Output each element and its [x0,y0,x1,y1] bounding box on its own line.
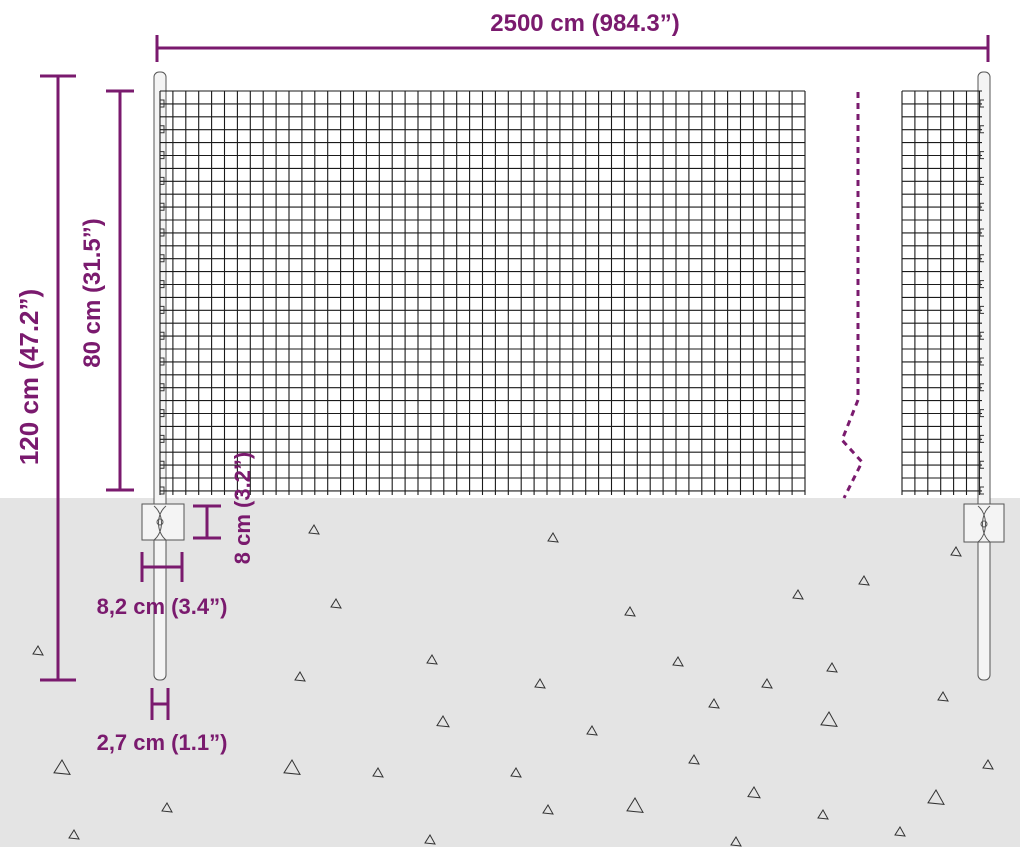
mesh-clip [160,357,165,366]
mesh-grid-lines [901,90,982,495]
mesh-clip [160,305,165,314]
post-diameter-label: 2,7 cm (1.1”) [97,730,228,755]
pebble [68,829,80,840]
mesh-clip [160,460,165,469]
length-dimension [155,35,990,62]
pebble [626,797,644,813]
mesh-clip [160,176,165,185]
bracket-height-label: 8 cm (3.2”) [230,452,255,565]
right-post-bracket [963,503,1005,543]
pebble [688,754,700,765]
mesh-clip [979,357,984,366]
mesh-clip [160,151,165,160]
length-label: 2500 cm (984.3”) [490,10,679,37]
pebble [950,546,962,557]
mesh-clip [979,383,984,392]
pebble [937,691,949,702]
bracket-height-dimension [193,504,221,540]
mesh-clip [160,254,165,263]
pebble [927,789,945,805]
pebble [308,524,320,535]
pebble [792,589,804,600]
mesh-clip [979,176,984,185]
pebble [894,826,906,837]
mesh-clips [160,99,984,495]
pebble [817,809,829,820]
pebble [372,767,384,778]
mesh-clip [979,305,984,314]
pebble [510,767,522,778]
pebble [424,834,436,845]
right-post [963,71,1005,681]
pebble [426,654,438,665]
mesh-clip [160,280,165,289]
mesh-clip [160,486,165,495]
pebble [283,759,301,775]
pebble [672,656,684,667]
mesh-height-label: 80 cm (31.5”) [79,218,106,367]
mesh-clip [160,383,165,392]
mesh-clip [160,202,165,211]
total-height-label: 120 cm (47.2”) [14,289,44,465]
mesh-clip [160,331,165,340]
mesh-clip [979,280,984,289]
pebble [542,804,554,815]
pebble [761,678,773,689]
mesh-clip [160,409,165,418]
mesh-clip [979,331,984,340]
mesh-clip [979,434,984,443]
pebble [858,575,870,586]
pebble [436,715,450,728]
pebble [294,671,306,682]
mesh-clip [979,409,984,418]
total-height-dimension [40,74,76,682]
mesh-clip [160,228,165,237]
mesh-clip [160,125,165,134]
bracket-width-dimension [140,552,184,582]
mesh-height-dimension [106,89,134,492]
mesh-clip [160,99,165,108]
pebble [534,678,546,689]
pebble [32,645,44,656]
pebble [586,725,598,736]
pebble [730,836,742,847]
pebble [708,698,720,709]
pebble [820,711,838,727]
mesh-clip [979,151,984,160]
pebble [826,662,838,673]
mesh-clip [979,99,984,108]
mesh-panel-main [159,90,806,495]
post-diameter-dimension [150,688,170,720]
mesh-clip [979,228,984,237]
mesh-panel-end [901,90,982,495]
mesh-clip [160,434,165,443]
pebble [547,532,559,543]
pebble [161,802,173,813]
ground-area [0,498,1020,847]
pebble [330,598,342,609]
pebble [624,606,636,617]
bracket-width-label: 8,2 cm (3.4”) [97,594,228,619]
pebble [982,759,994,770]
mesh-clip [979,125,984,134]
mesh-clip [979,202,984,211]
pebble [53,759,71,775]
break-line [840,92,864,499]
mesh-clip [979,460,984,469]
mesh-clip [979,254,984,263]
mesh-grid-lines [159,90,806,495]
mesh-clip [979,486,984,495]
ground-pebbles [32,524,994,847]
pebble [747,786,761,799]
